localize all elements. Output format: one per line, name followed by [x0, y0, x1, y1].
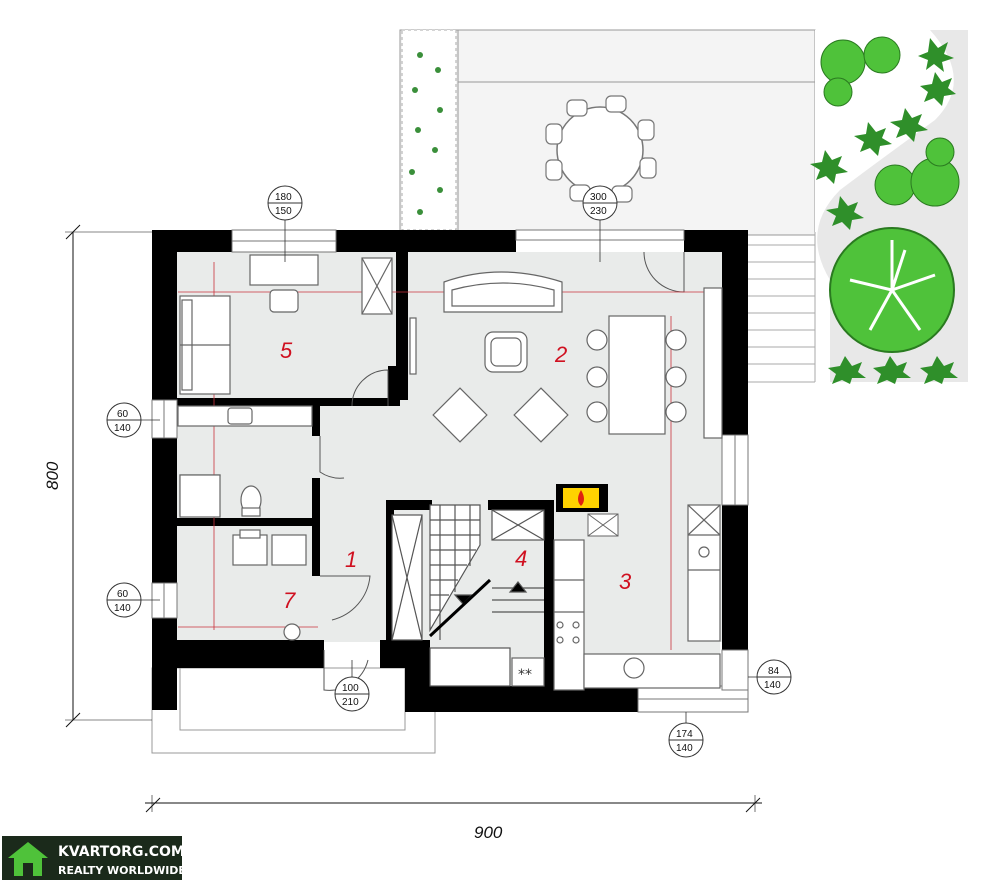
watermark-subtitle: REALTY WORLDWIDE — [58, 864, 186, 877]
shrub — [925, 137, 955, 167]
svg-text:100: 100 — [342, 683, 359, 694]
shrub — [820, 39, 866, 85]
svg-text:140: 140 — [114, 603, 131, 614]
watermark-title: KVARTORG.COM — [58, 844, 185, 860]
chair — [269, 289, 299, 313]
width-dimension-label: 900 — [474, 823, 503, 842]
opening-badge: 60 140 — [106, 402, 160, 438]
opening-badge: 300 230 — [582, 185, 618, 262]
walls — [152, 230, 748, 712]
svg-text:174: 174 — [676, 729, 693, 740]
watermark: KVARTORG.COM REALTY WORLDWIDE — [2, 836, 186, 880]
desk — [249, 254, 319, 286]
house-logo-icon — [8, 842, 48, 876]
shrub — [863, 36, 901, 74]
room-number-5: 5 — [280, 338, 293, 363]
opening-badge: 174 140 — [668, 712, 704, 758]
kitchen-furniture: ** — [511, 504, 721, 691]
tv-unit — [703, 287, 723, 439]
opening-badge: 84 140 — [748, 659, 792, 695]
height-dimension-label: 800 — [43, 461, 62, 490]
overall-dimension-width: 900 — [145, 795, 762, 842]
room-number-3: 3 — [619, 569, 632, 594]
svg-text:60: 60 — [117, 589, 129, 600]
svg-text:140: 140 — [676, 743, 693, 754]
bathroom-fixtures — [177, 405, 313, 518]
svg-text:180: 180 — [275, 192, 292, 203]
living-room-furniture — [409, 271, 723, 443]
washbasin-icon — [227, 407, 253, 425]
garden — [810, 30, 968, 384]
opening-badge: 60 140 — [106, 582, 160, 618]
opening-badge: 100 210 — [334, 660, 370, 712]
opening-badge: 180 150 — [267, 185, 303, 262]
overall-dimension-height: 800 — [43, 224, 152, 728]
svg-text:60: 60 — [117, 409, 129, 420]
fireplace — [556, 484, 619, 537]
room-number-4: 4 — [515, 546, 527, 571]
svg-text:230: 230 — [590, 206, 607, 217]
svg-text:84: 84 — [768, 666, 780, 677]
room-number-2: 2 — [554, 342, 567, 367]
dining-table — [608, 315, 666, 435]
room-number-1: 1 — [345, 547, 357, 572]
laundry-fixtures — [232, 529, 307, 641]
svg-text:**: ** — [518, 667, 532, 683]
armchair — [513, 387, 569, 443]
svg-text:210: 210 — [342, 697, 359, 708]
staircase — [391, 504, 545, 687]
room-numbers: 1 2 3 4 5 7 — [280, 338, 632, 613]
shrub — [823, 77, 853, 107]
svg-text:150: 150 — [275, 206, 292, 217]
svg-text:140: 140 — [114, 423, 131, 434]
round-dining-table — [545, 95, 657, 203]
room-number-7: 7 — [283, 588, 296, 613]
svg-text:140: 140 — [764, 680, 781, 691]
room-5-furniture — [179, 254, 393, 395]
garden-steps — [748, 232, 816, 383]
hedge — [401, 29, 457, 231]
armchair — [432, 387, 488, 443]
shrub — [874, 164, 916, 206]
sink-icon — [623, 657, 645, 679]
svg-text:300: 300 — [590, 192, 607, 203]
